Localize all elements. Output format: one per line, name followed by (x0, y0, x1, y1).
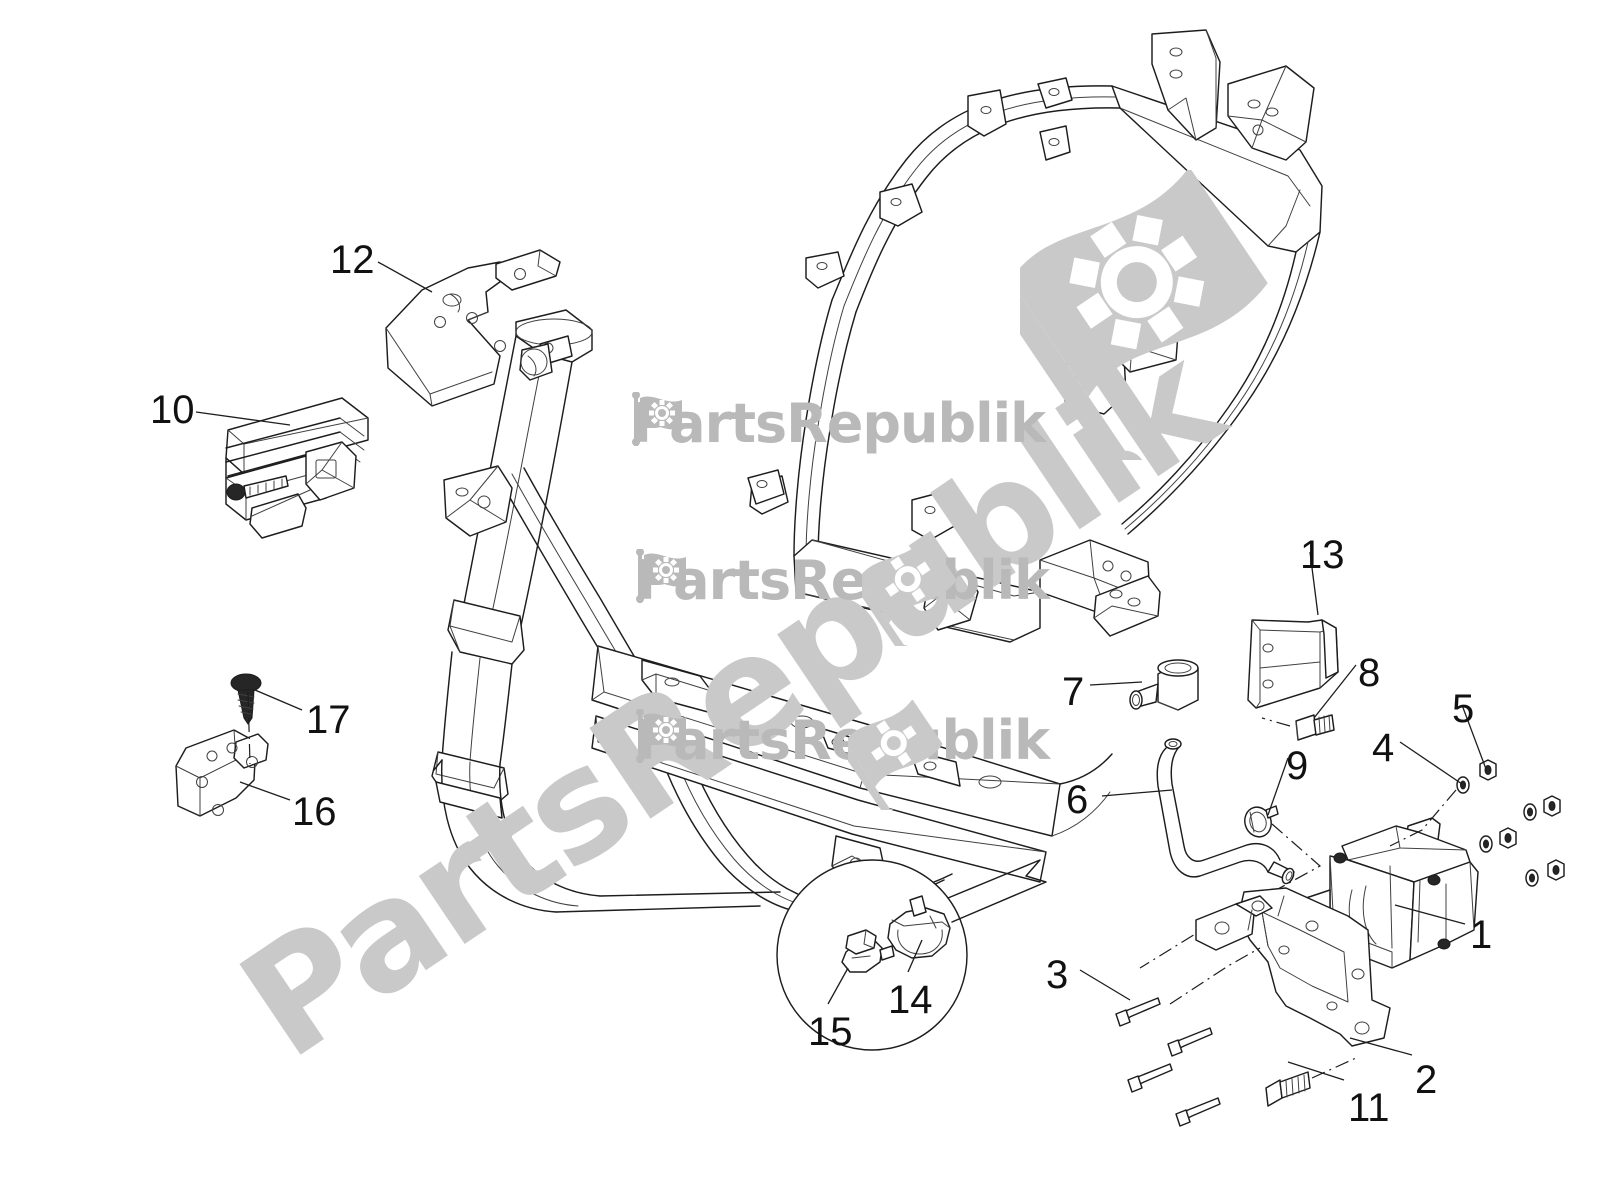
axis-3 (1169, 947, 1261, 1005)
detail-circle (776, 859, 1047, 1051)
part-15-cable-clamp-small (841, 929, 895, 973)
washer (1523, 803, 1537, 821)
part-8-screw (1295, 714, 1335, 741)
regulator-screw (226, 475, 289, 501)
screw (1175, 1097, 1221, 1127)
washer (1479, 835, 1493, 853)
callout-number-16[interactable]: 16 (292, 790, 337, 834)
callout-number-10[interactable]: 10 (150, 388, 195, 432)
callout-number-8[interactable]: 8 (1358, 651, 1381, 695)
part-11-flanged-screw (1265, 1071, 1311, 1107)
nut (1479, 759, 1497, 781)
callout-number-13[interactable]: 13 (1300, 533, 1345, 577)
callout-number-14[interactable]: 14 (888, 978, 933, 1022)
nut (1543, 795, 1561, 817)
callout-number-2[interactable]: 2 (1415, 1058, 1438, 1102)
screw (1167, 1027, 1213, 1057)
axis-11 (1311, 1057, 1357, 1079)
callout-leader-lines (195, 261, 1487, 1081)
screw (1115, 997, 1161, 1027)
callout-number-4[interactable]: 4 (1372, 726, 1395, 770)
part-4-washers-and-part-5-nuts (1456, 759, 1565, 887)
part-10-voltage-regulator (225, 397, 369, 539)
axis-4 (1389, 789, 1457, 847)
part-16-mounting-bracket (175, 729, 269, 817)
callout-number-17[interactable]: 17 (306, 698, 351, 742)
callout-number-15[interactable]: 15 (808, 1010, 853, 1054)
washer (1456, 776, 1470, 794)
callout-number-9[interactable]: 9 (1286, 744, 1309, 788)
axis-17 (247, 691, 251, 765)
callout-number-1[interactable]: 1 (1470, 913, 1493, 957)
part-17-self-tapping-screw (230, 673, 262, 725)
washer (1525, 869, 1539, 887)
part-7-tee-union (1129, 659, 1199, 711)
part-6-breather-pipe (1156, 738, 1295, 885)
part-14-cable-clamp-large (887, 895, 951, 959)
callout-number-7[interactable]: 7 (1062, 670, 1085, 714)
axis-8 (1261, 717, 1291, 727)
callout-number-5[interactable]: 5 (1452, 687, 1475, 731)
scooter-frame (431, 29, 1323, 913)
part-2-ecu-support-plate (1195, 887, 1391, 1047)
screw (1127, 1063, 1173, 1093)
nut (1499, 827, 1517, 849)
part-3-long-screws (1115, 997, 1221, 1127)
part-13-ecu-cover-plate (1247, 619, 1339, 709)
part-12-regulator-bracket (385, 249, 561, 407)
callout-number-11[interactable]: 11 (1348, 1086, 1390, 1130)
callout-number-3[interactable]: 3 (1046, 953, 1069, 997)
nut (1547, 859, 1565, 881)
callout-number-6[interactable]: 6 (1066, 778, 1089, 822)
part-9-hose-clamp (1244, 805, 1279, 838)
callout-number-12[interactable]: 12 (330, 238, 375, 282)
